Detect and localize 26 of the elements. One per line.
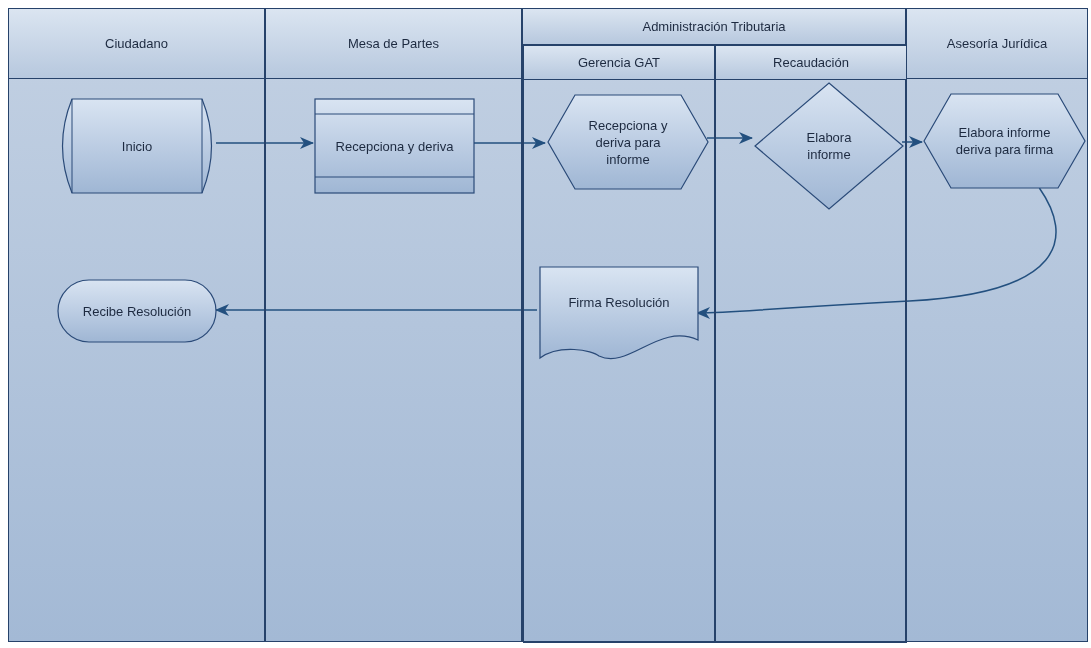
node-label: Recepciona y deriva	[335, 137, 454, 155]
process-box	[314, 98, 475, 194]
node-label: Elabora informe deriva para firma	[955, 124, 1054, 158]
lane-header: Administración Tributaria	[523, 9, 905, 45]
arrow	[706, 132, 753, 144]
swimlane	[522, 8, 906, 642]
lane-header: Recaudación	[716, 46, 906, 80]
lane-header: Asesoría Jurídica	[907, 9, 1087, 79]
lane-header: Gerencia GAT	[524, 46, 714, 80]
node-label: Firma Resolución	[568, 293, 670, 311]
lane-header: Mesa de Partes	[266, 9, 521, 79]
node-label: Inicio	[121, 137, 153, 155]
decision-diamond	[754, 82, 904, 210]
arrow	[901, 136, 923, 148]
swimlane	[8, 8, 265, 642]
node-label: Recibe Resolución	[82, 302, 192, 320]
swimlane	[906, 8, 1088, 642]
swimlane	[523, 45, 715, 643]
preparation-hexagon	[923, 93, 1086, 189]
node-label: Elabora informe	[805, 129, 853, 163]
arrow	[215, 137, 314, 149]
lane-header: Ciudadano	[9, 9, 264, 79]
swimlane	[715, 45, 907, 643]
node-label: Recepciona y deriva para informe	[587, 116, 669, 168]
preparation-hexagon	[547, 94, 709, 190]
swimlane	[265, 8, 522, 642]
